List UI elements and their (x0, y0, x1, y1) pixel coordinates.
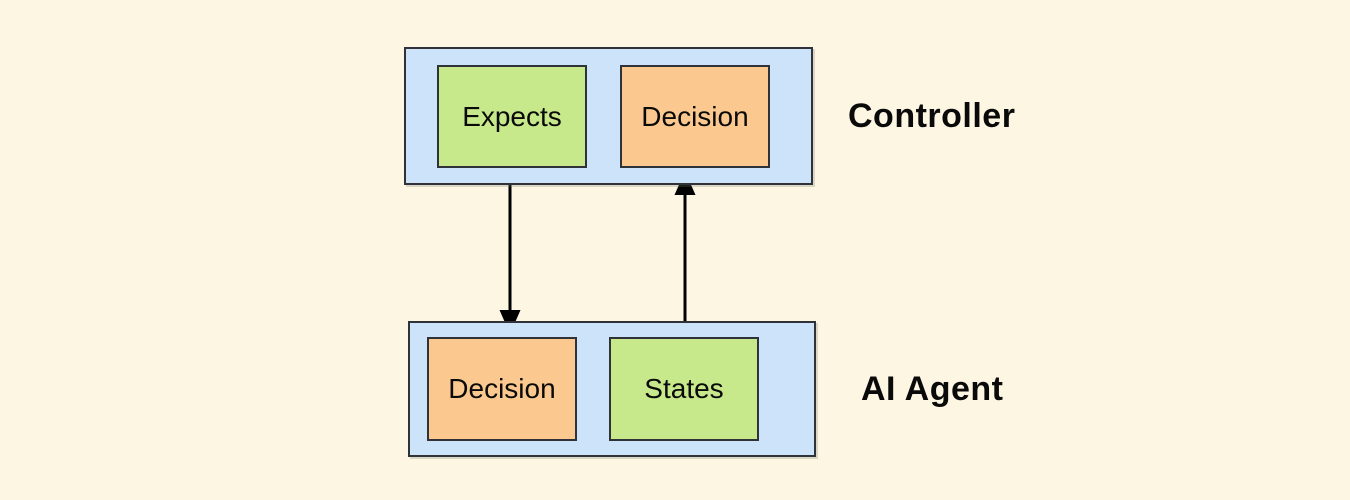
agent-states-label: States (644, 373, 724, 404)
agent-decision-label: Decision (448, 373, 556, 404)
controller-decision-box: Decision (620, 65, 770, 168)
controller-expects-label: Expects (462, 100, 562, 132)
agent-container: Decision States (408, 321, 816, 457)
controller-decision-label: Decision (641, 100, 749, 132)
agent-label: AI Agent (861, 369, 1004, 408)
agent-decision-box: Decision (427, 337, 577, 441)
controller-container: Expects Decision (404, 47, 813, 185)
agent-states-box: States (609, 337, 759, 441)
controller-label: Controller (848, 96, 1016, 135)
controller-expects-box: Expects (437, 65, 587, 168)
